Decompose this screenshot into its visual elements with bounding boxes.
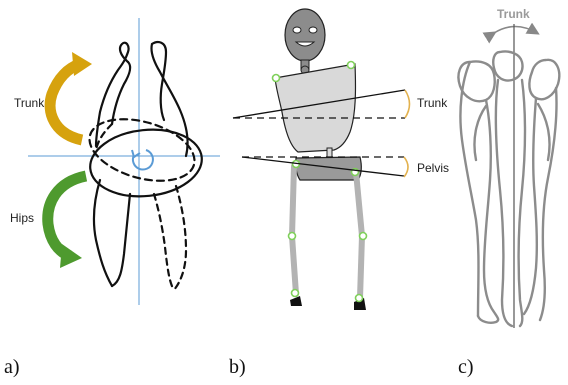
trunk-segment — [275, 64, 355, 152]
trunk-angle-brace — [405, 90, 410, 118]
left-foot — [290, 296, 302, 306]
panel-b-caption: b) — [229, 356, 246, 379]
pelvis-segment — [296, 157, 362, 180]
panel-b-pelvis-label: Pelvis — [417, 161, 449, 175]
panel-a: Trunk Hips — [10, 18, 220, 305]
panel-a-hips-label: Hips — [10, 211, 34, 225]
pelvis-angle-brace — [404, 157, 408, 177]
panel-b: Trunk Pelvis — [233, 9, 449, 310]
rotation-icon — [132, 150, 153, 170]
panel-a-trunk-label: Trunk — [14, 96, 45, 110]
panel-c-rotation-arrow — [494, 27, 537, 34]
trunk-rotation-arrow — [50, 52, 92, 140]
panel-b-trunk-label: Trunk — [417, 96, 448, 110]
panel-c: Trunk — [458, 7, 559, 328]
head — [285, 9, 325, 74]
top-view-body-outline — [82, 42, 205, 290]
panel-c-caption: c) — [458, 356, 474, 379]
hips-rotation-arrow — [48, 176, 86, 268]
panel-c-trunk-label: Trunk — [497, 7, 530, 21]
legs — [292, 166, 362, 298]
panel-c-body-outlines — [458, 51, 559, 326]
panel-a-caption: a) — [4, 356, 20, 379]
